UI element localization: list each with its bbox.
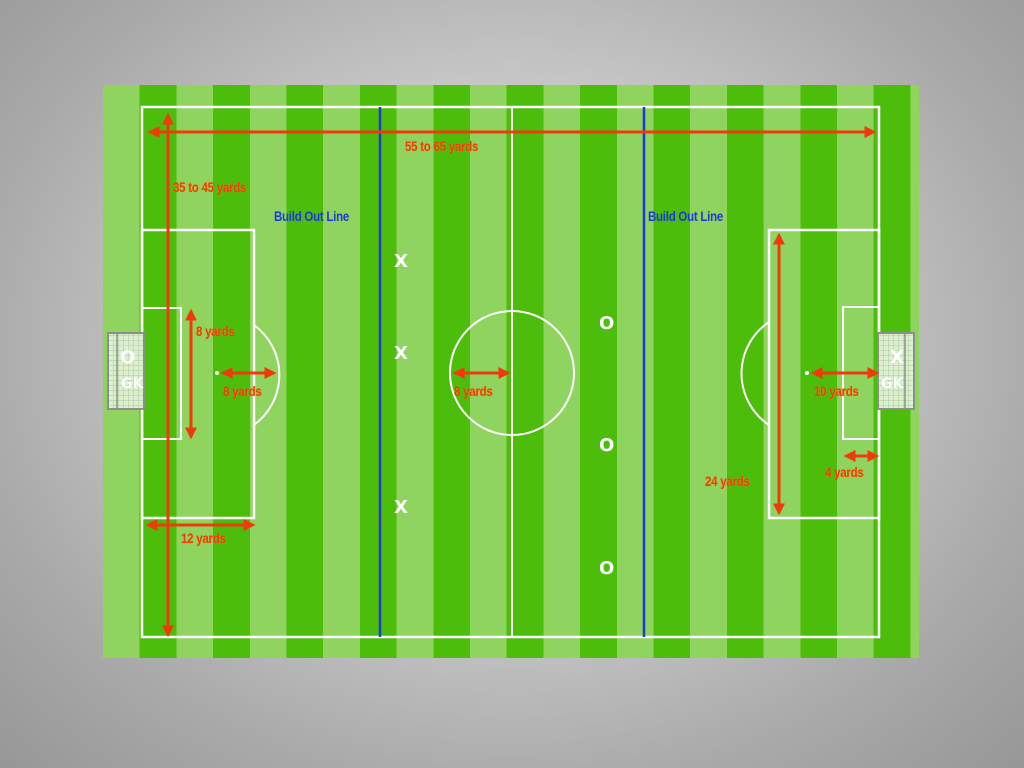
soccer-field: 55 to 65 yards 35 to 45 yards 8 yards 8 …: [103, 85, 919, 658]
center-circle-radius-label: 8 yards: [454, 383, 493, 399]
x-player-3: X: [394, 497, 408, 518]
width-label: 35 to 45 yards: [173, 179, 247, 195]
o-player-1: O: [599, 313, 615, 334]
left-penalty-arc: [253, 324, 281, 426]
penalty-area-width-label: 24 yards: [705, 473, 750, 489]
left-goalkeeper-symbol: O: [120, 347, 136, 368]
right-penalty-arc: [740, 321, 770, 426]
x-player-1: X: [394, 251, 408, 272]
right-penalty-spot: [805, 371, 809, 375]
goal-area-depth-label: 4 yards: [825, 464, 864, 480]
right-penalty-mark-label: 10 yards: [814, 383, 859, 399]
x-player-2: X: [394, 343, 408, 364]
right-goalkeeper-symbol: X: [890, 347, 904, 368]
center-circle: [449, 310, 575, 436]
o-player-2: O: [599, 435, 615, 456]
left-goal-area: [141, 307, 182, 440]
left-penalty-mark-label: 8 yards: [223, 383, 262, 399]
left-goal: [107, 332, 145, 410]
right-goalkeeper-role: GK: [881, 376, 904, 392]
right-build-out-line-label: Build Out Line: [648, 208, 724, 224]
left-build-out-line-label: Build Out Line: [274, 208, 350, 224]
o-player-3: O: [599, 558, 615, 579]
field-markings: [107, 105, 915, 639]
left-goalkeeper-role: GK: [121, 376, 144, 392]
right-goal: [877, 332, 915, 410]
left-penalty-spot: [215, 371, 219, 375]
length-label: 55 to 65 yards: [405, 138, 479, 154]
goal-width-label: 8 yards: [196, 323, 235, 339]
penalty-area-depth-label: 12 yards: [181, 530, 226, 546]
